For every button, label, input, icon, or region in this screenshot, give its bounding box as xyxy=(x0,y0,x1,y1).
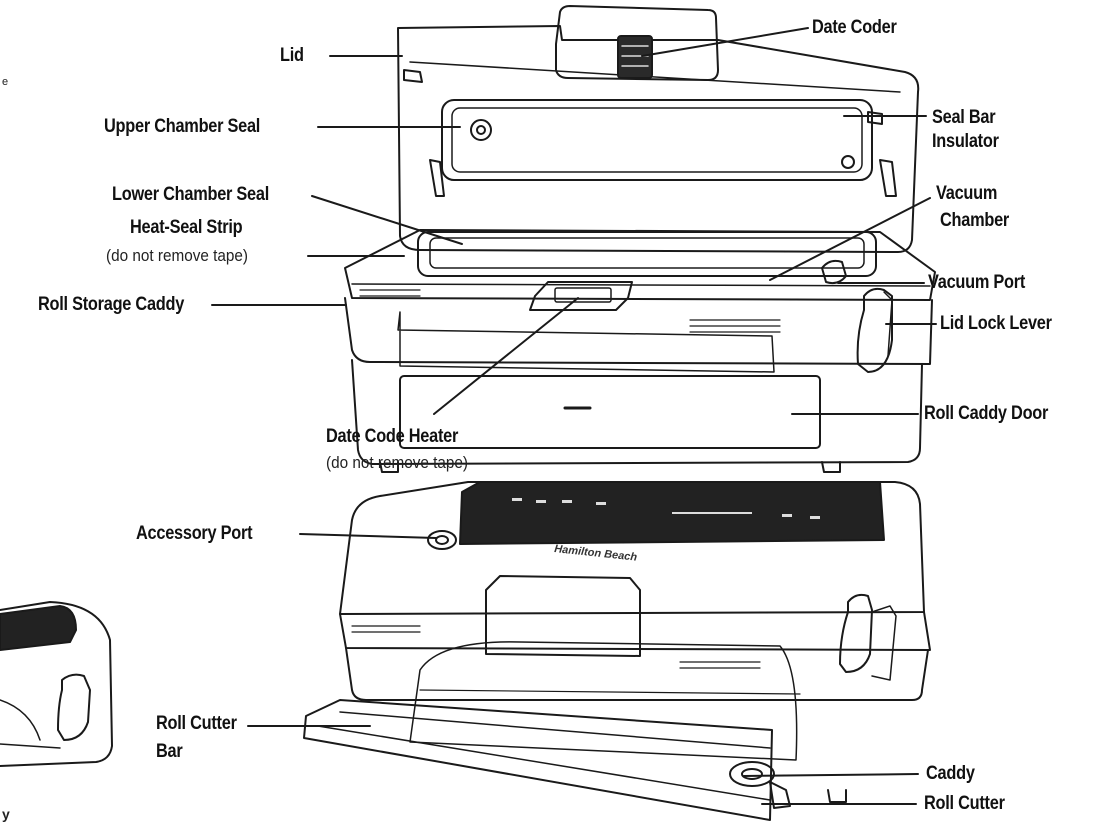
lid-inner-edge xyxy=(409,61,901,93)
callout-accessory-port xyxy=(299,533,437,539)
label-heat-seal-strip: Heat-Seal Strip xyxy=(130,217,243,238)
label-vacuum: Vacuum xyxy=(936,183,998,204)
closed-base-band xyxy=(339,611,931,651)
label-date-coder: Date Coder xyxy=(812,17,897,38)
date-code-heater-window xyxy=(529,281,633,311)
label-lower-chamber-seal: Lower Chamber Seal xyxy=(112,184,270,205)
label-upper-chamber-seal: Upper Chamber Seal xyxy=(104,116,261,137)
date-coder-wheel xyxy=(617,35,653,79)
roll-cutter-bar xyxy=(303,699,773,821)
brand-logo-text: Hamilton Beach xyxy=(554,543,638,564)
closed-vacuum-sealer: Hamilton Beach xyxy=(303,481,931,821)
roll-caddy-door xyxy=(399,375,821,449)
label-accessory-port: Accessory Port xyxy=(136,523,253,544)
lid-panel xyxy=(397,25,920,253)
callout-caddy xyxy=(743,773,919,777)
accessory-port xyxy=(427,530,457,550)
label-roll-caddy-door: Roll Caddy Door xyxy=(924,403,1049,424)
roll-caddy-slot xyxy=(397,311,775,373)
partial-side-unit xyxy=(0,601,113,767)
callout-date-coder xyxy=(641,27,809,57)
callout-vacuum-chamber xyxy=(769,197,931,281)
date-coder-block xyxy=(485,575,641,657)
roll-caddy-body xyxy=(351,359,923,465)
label-seal-bar: Seal Bar xyxy=(932,107,996,128)
closed-lid xyxy=(339,481,925,615)
label-vacuum-port: Vacuum Port xyxy=(928,272,1026,293)
open-vacuum-sealer xyxy=(344,5,936,473)
callout-date-code-heater xyxy=(433,297,579,415)
roll-cutter xyxy=(729,761,775,787)
label-bar: Bar xyxy=(156,741,183,762)
closed-lid-lock-lever xyxy=(839,593,873,673)
label-chamber: Chamber xyxy=(940,210,1010,231)
label-date-code-heater-note: (do not remove tape) xyxy=(326,453,469,472)
label-caddy: Caddy xyxy=(926,763,975,784)
edge-fragment-bottom: y xyxy=(2,806,10,822)
upper-chamber-seal xyxy=(441,99,873,181)
label-roll-storage-caddy: Roll Storage Caddy xyxy=(38,294,185,315)
label-insulator: Insulator xyxy=(932,131,999,152)
front-band xyxy=(344,297,933,365)
lower-chamber-seal xyxy=(417,231,877,277)
label-lid: Lid xyxy=(280,45,304,66)
vacuum-port xyxy=(821,259,847,285)
label-lid-lock-lever: Lid Lock Lever xyxy=(940,313,1052,334)
lid-lock-lever xyxy=(856,287,893,373)
label-roll-cutter: Roll Cutter xyxy=(156,713,237,734)
label-heat-seal-strip-note: (do not remove tape) xyxy=(106,246,249,265)
label-date-code-heater: Date Code Heater xyxy=(326,426,459,447)
label-roll-cutter-part: Roll Cutter xyxy=(924,793,1005,814)
callout-lines xyxy=(211,27,937,805)
edge-fragment-top: e xyxy=(2,76,9,88)
callout-lower-chamber-seal xyxy=(311,195,463,245)
caddy-roll xyxy=(409,641,798,761)
